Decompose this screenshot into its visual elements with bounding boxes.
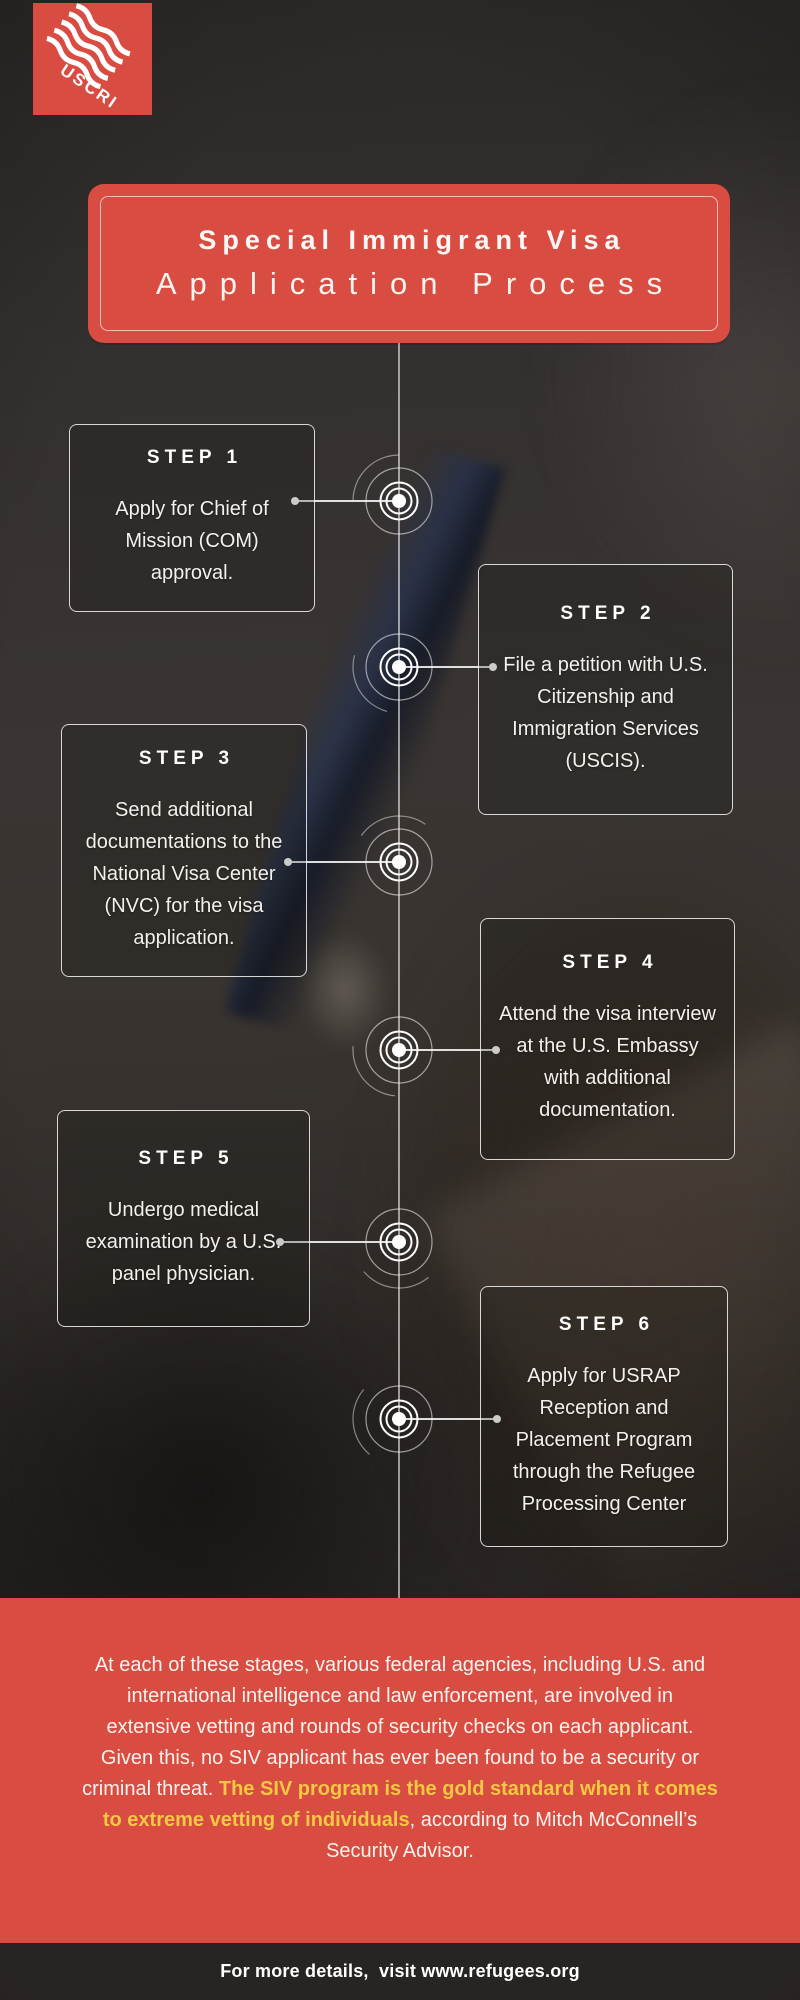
- step-6-card: STEP 6 Apply for USRAP Reception and Pla…: [480, 1286, 728, 1547]
- step-6-description: Apply for USRAP Reception and Placement …: [512, 1364, 696, 1515]
- step-4-label: STEP 4: [562, 952, 658, 973]
- step-1-card: STEP 1 Apply for Chief of Mission (COM) …: [69, 424, 315, 612]
- vetting-note-section: At each of these stages, various federal…: [0, 1598, 800, 1943]
- step-5-card: STEP 5 Undergo medical examination by a …: [57, 1110, 310, 1327]
- step-1-description: Apply for Chief of Mission (COM) approva…: [115, 498, 269, 584]
- step-4-card: STEP 4 Attend the visa interview at the …: [480, 918, 735, 1160]
- step-6-label: STEP 6: [558, 1313, 655, 1335]
- timeline-line: [398, 343, 400, 1598]
- note-text-after: , according to Mitch McConnell’s Securit…: [326, 1809, 698, 1862]
- step-6-connector: [399, 1414, 501, 1423]
- step-4-connector: [399, 1045, 500, 1054]
- step-2-card: STEP 2 File a petition with U.S. Citizen…: [478, 564, 733, 815]
- step-5-label: STEP 5: [138, 1147, 234, 1169]
- title-banner-border: Special Immigrant Visa Application Proce…: [100, 196, 718, 331]
- note-text-before: At each of these stages, various federal…: [82, 1654, 706, 1800]
- step-5-connector: [276, 1237, 399, 1246]
- step-2-connector: [399, 662, 497, 671]
- step-3-connector: [284, 857, 399, 866]
- connector-dot: [284, 857, 292, 866]
- step-4-description: Attend the visa interview at the U.S. Em…: [499, 1003, 716, 1121]
- step-2-description: File a petition with U.S. Citizenship an…: [503, 653, 708, 772]
- title-line-2: Application Process: [155, 266, 676, 301]
- connector-dot: [492, 1045, 500, 1054]
- uscri-logo: USCRI: [33, 3, 152, 115]
- step-2-label: STEP 2: [560, 602, 656, 624]
- title-banner: Special Immigrant Visa Application Proce…: [88, 184, 730, 343]
- vetting-note-text: At each of these stages, various federal…: [20, 1650, 780, 1867]
- step-1-connector: [291, 496, 399, 505]
- footer-bar: For more details, visit www.refugees.org: [0, 1943, 800, 2000]
- uscri-logo-icon: USCRI: [33, 3, 152, 115]
- connector-dot: [291, 496, 299, 505]
- step-3-description: Send additional documentations to the Na…: [85, 798, 283, 949]
- step-3-card: STEP 3 Send additional documentations to…: [61, 724, 307, 977]
- title-line-1: Special Immigrant Visa: [198, 225, 626, 255]
- step-5-description: Undergo medical examination by a U.S. pa…: [85, 1198, 282, 1285]
- connector-dot: [493, 1414, 501, 1423]
- step-3-label: STEP 3: [138, 747, 235, 769]
- footer-text: For more details, visit www.refugees.org: [220, 1961, 580, 1981]
- step-1-label: STEP 1: [146, 447, 243, 468]
- connector-dot: [489, 662, 497, 671]
- connector-dot: [276, 1237, 284, 1246]
- note-highlight: The SIV program is the gold standard whe…: [102, 1778, 718, 1831]
